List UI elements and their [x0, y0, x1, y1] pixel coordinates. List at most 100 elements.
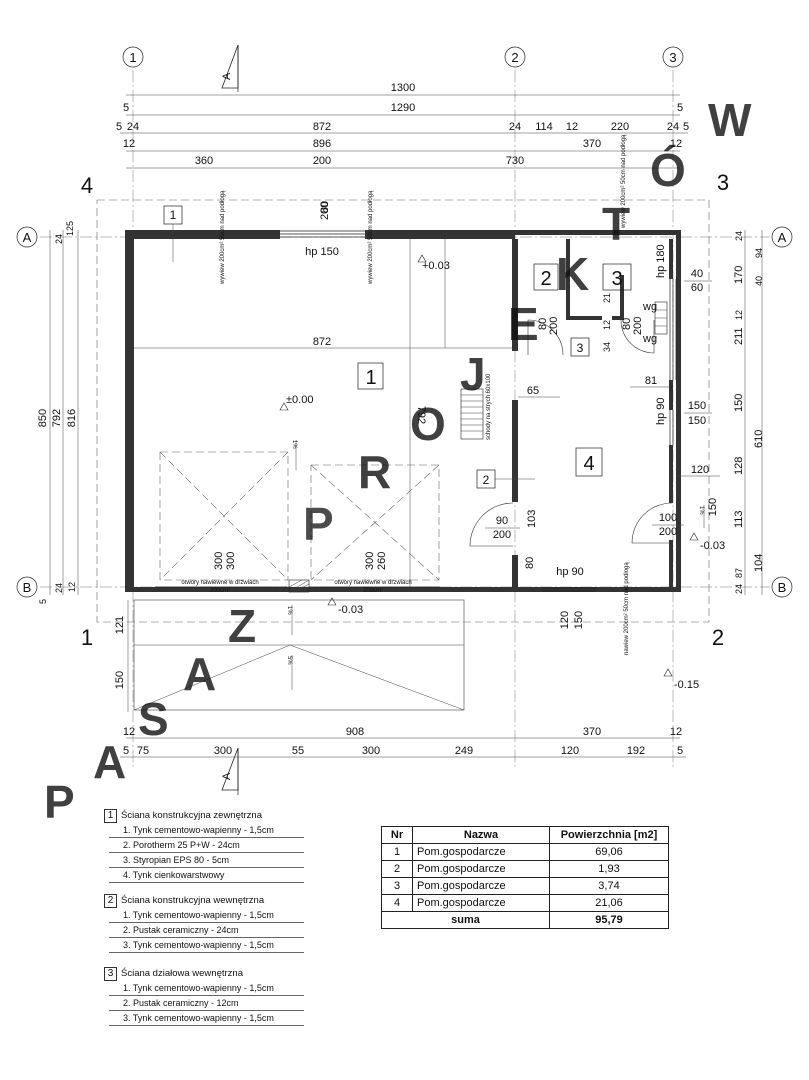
vent-note: nawiew 200cm² 50cm nad podłogą: [624, 562, 630, 655]
level-label: +0.03: [422, 260, 450, 272]
dim-label: 610: [753, 430, 765, 448]
dim-81: 81: [645, 375, 657, 387]
dim-label: 12: [734, 310, 744, 320]
watermark-letter: Z: [228, 600, 256, 652]
legend-item: 3. Styropian EPS 80 - 5cm: [109, 853, 304, 868]
dim-label: 170: [733, 266, 745, 284]
axis-label: 3: [669, 50, 676, 65]
legend-item: 2. Porotherm 25 P+W - 24cm: [109, 838, 304, 853]
window-top: [280, 230, 365, 238]
dim-label: 12: [123, 726, 135, 738]
dim-label: 5: [65, 221, 75, 226]
table-cell: Pom.gospodarcze: [412, 877, 550, 895]
level-marker: ±0.00: [279, 394, 313, 411]
door-size-200: 200: [548, 317, 560, 335]
slope-arrow: 1%: [286, 605, 293, 635]
table-cell: 2: [381, 860, 413, 878]
door-exterior-right: [631, 502, 673, 544]
dim-label: 94: [754, 248, 764, 258]
dim-label: 12: [670, 138, 682, 150]
dim-label: 5: [38, 599, 48, 604]
garage-door-panel-right: [310, 464, 440, 581]
dim-792-interior: 792: [415, 406, 427, 424]
ventilation-tag: wg: [642, 333, 657, 345]
table-cell: 21,06: [549, 894, 669, 912]
level-label: -0.15: [674, 679, 699, 691]
dim-label: 5: [123, 745, 129, 757]
slope-arrow: 5%: [286, 655, 293, 690]
watermark-letter: K: [556, 248, 589, 300]
door-vent-note: 200cm²: [363, 588, 383, 594]
dim-label: 150: [114, 671, 126, 689]
dim-label: 40: [754, 276, 764, 286]
sill-height-label: hp 180: [655, 244, 667, 278]
dimension-chain-right: 24 94 170 40 12 211 150 610 128 113 87 1…: [733, 230, 765, 595]
window-size-200: 200: [319, 202, 331, 220]
dim-60: 60: [691, 282, 703, 294]
garage-bay-left: [155, 579, 310, 593]
dimension-chain-bottom: 12 908 370 12 5 75 300 55 300 249 120 19…: [120, 726, 686, 758]
table-row: 4 Pom.gospodarcze 21,06: [381, 894, 669, 912]
dim-150b: 150: [688, 415, 706, 427]
dim-40: 40: [691, 268, 703, 280]
foundation-outline: [96, 199, 710, 623]
dim-label: 5: [683, 121, 689, 133]
axis-bubble-2: 2: [504, 46, 526, 68]
wall-type-legend-3: 3 Ściana działowa wewnętrzna 1. Tynk ceme…: [104, 966, 304, 1026]
dim-label: 360: [195, 155, 213, 167]
wc-fixture: [654, 301, 668, 335]
door-vent-note: 200cm²: [210, 588, 230, 594]
dim-label: 12: [670, 726, 682, 738]
dim-label: 211: [733, 327, 745, 345]
door-vent-note: otwory nawiewne w drzwiach: [181, 580, 258, 586]
dim-label: 24: [734, 584, 744, 594]
axis-bubble-a-right: A: [771, 226, 793, 248]
dim-label: 5: [123, 102, 129, 114]
corner-label-1: 1: [81, 625, 93, 650]
garage-dim: 260: [376, 552, 388, 570]
level-label: -0.03: [338, 604, 363, 616]
watermark-letter: A: [183, 648, 216, 700]
corner-label-4: 4: [81, 173, 93, 198]
dim-label: 12: [566, 121, 578, 133]
table-row: 2 Pom.gospodarcze 1,93: [381, 860, 669, 878]
level-marker: -0.03: [327, 597, 363, 616]
axis-bubble-3: 3: [662, 46, 684, 68]
watermark-letter: Ó: [650, 144, 686, 196]
dim-872-interior: 872: [313, 336, 331, 348]
sill-height-label: hp 90: [556, 566, 584, 578]
legend-title: Ściana działowa wewnętrzna: [121, 968, 243, 979]
legend-item: 2. Pustak ceramiczny - 24cm: [109, 923, 304, 938]
table-cell: 4: [381, 894, 413, 912]
watermark-letter: A: [93, 736, 126, 788]
watermark-letter: J: [460, 348, 486, 400]
legend-number: 3: [104, 966, 117, 981]
door-size-80: 80: [537, 318, 549, 330]
garage-dim: 300: [364, 552, 376, 570]
walls: [125, 230, 681, 592]
legend-item: 1. Tynk cementowo-wapienny - 1,5cm: [109, 981, 304, 996]
table-cell: Pom.gospodarcze: [412, 843, 550, 861]
door-size-200: 200: [659, 526, 677, 538]
table-header-nr: Nr: [381, 826, 413, 844]
table-row: 3 Pom.gospodarcze 3,74: [381, 877, 669, 895]
axis-label: 2: [511, 50, 518, 65]
dim-150a: 150: [688, 400, 706, 412]
level-label: -0.03: [700, 540, 725, 552]
door-vent-note: otwory nawiewne w drzwiach: [334, 580, 411, 586]
slope-arrow: 1%: [698, 505, 705, 528]
dim-label: 104: [753, 554, 765, 572]
dim-label: 24: [734, 231, 744, 241]
room-number-1: 1: [365, 367, 376, 389]
dim-label: 850: [37, 409, 49, 427]
dim-34: 34: [602, 342, 612, 352]
dim-label: 12: [123, 138, 135, 150]
dim-21: 21: [602, 293, 612, 303]
legend-number: 1: [104, 808, 117, 823]
table-cell: 3: [381, 877, 413, 895]
room-number-3: 3: [611, 268, 622, 290]
door-room2: [527, 319, 564, 356]
